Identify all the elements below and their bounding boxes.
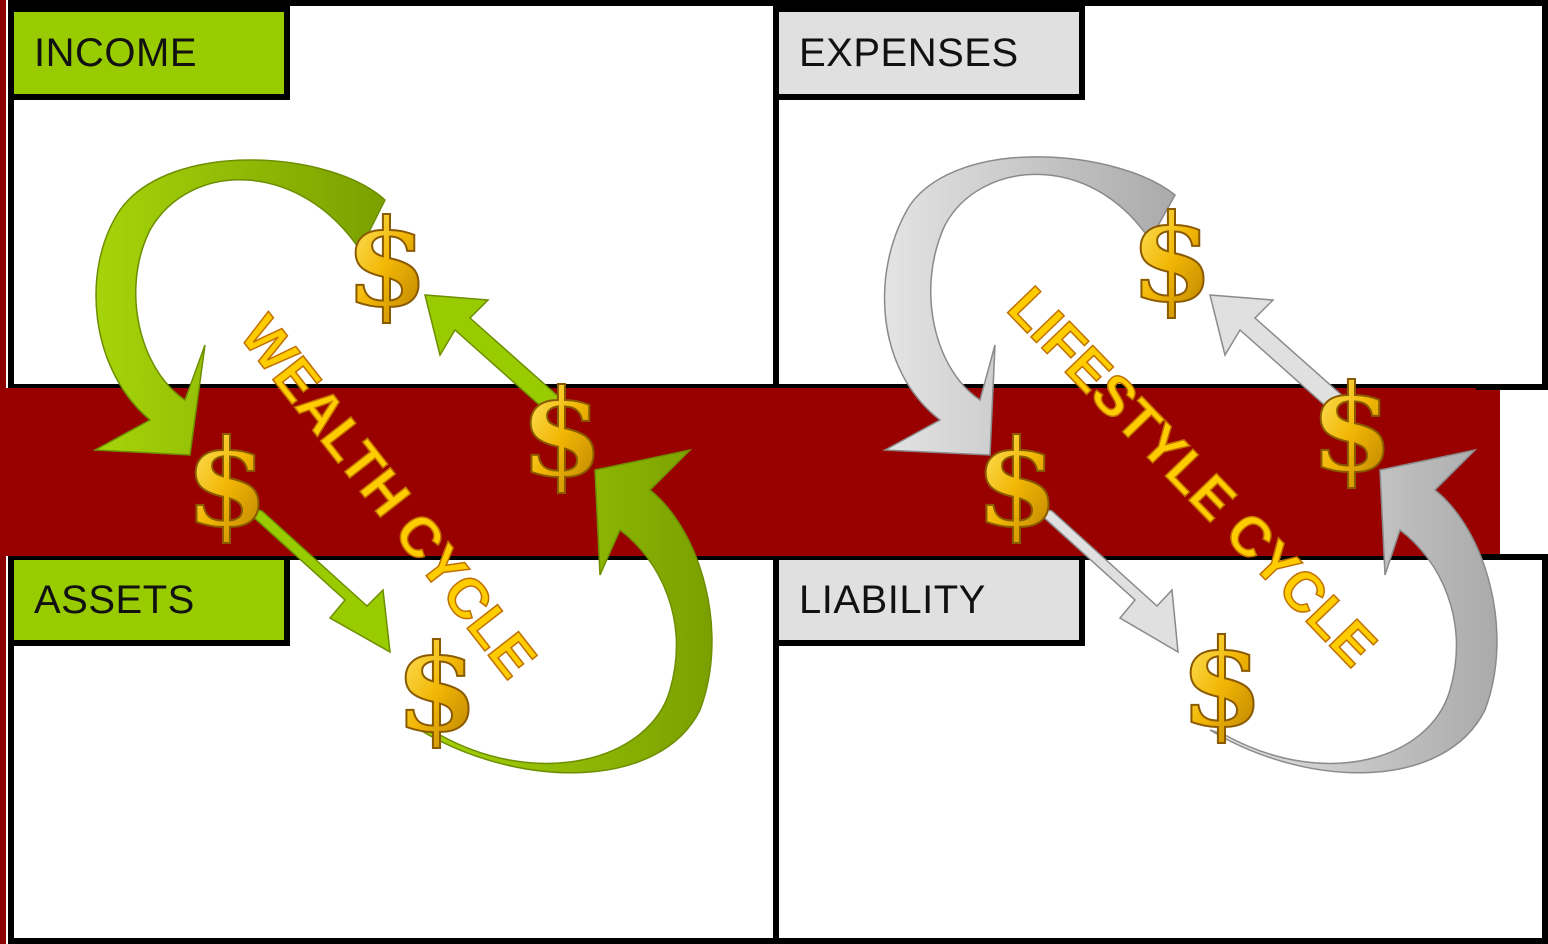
dollar-icon: $: [394, 617, 480, 760]
wealth-straight-arrow-down: [239, 504, 391, 654]
svg-text:$: $: [1310, 358, 1394, 499]
svg-text:$: $: [975, 413, 1059, 554]
svg-text:$: $: [520, 363, 604, 504]
liability-label: LIABILITY: [773, 554, 1085, 646]
dollar-icon: $: [184, 412, 270, 555]
lifestyle-straight-arrow-down: [1029, 504, 1179, 654]
expenses-label: EXPENSES: [773, 6, 1085, 100]
wealth-straight-arrow-up: [424, 294, 562, 411]
dollar-icon: $: [519, 362, 605, 505]
dollar-icon: $: [1129, 187, 1215, 330]
income-label: INCOME: [8, 6, 290, 100]
lifestyle-curve-arrow-bottom: [1209, 448, 1498, 774]
svg-text:$: $: [345, 193, 429, 334]
dollar-icon: $: [1309, 357, 1395, 500]
svg-text:$: $: [1180, 613, 1264, 754]
band-fill: [0, 388, 1468, 556]
assets-label: ASSETS: [8, 554, 290, 646]
wealth-curve-arrow-bottom: [419, 448, 713, 774]
lifestyle-straight-arrow-up: [1209, 294, 1347, 411]
assets-quadrant: ASSETS: [8, 554, 779, 944]
svg-text:$: $: [185, 413, 269, 554]
dollar-icon: $: [974, 412, 1060, 555]
wealth-curve-arrow-top: [92, 159, 386, 456]
lifestyle-curve-arrow-top: [882, 156, 1176, 456]
svg-text:$: $: [395, 618, 479, 759]
dollar-icon: $: [344, 192, 430, 335]
svg-text:$: $: [1130, 188, 1214, 329]
dollar-icon: $: [1179, 612, 1265, 755]
